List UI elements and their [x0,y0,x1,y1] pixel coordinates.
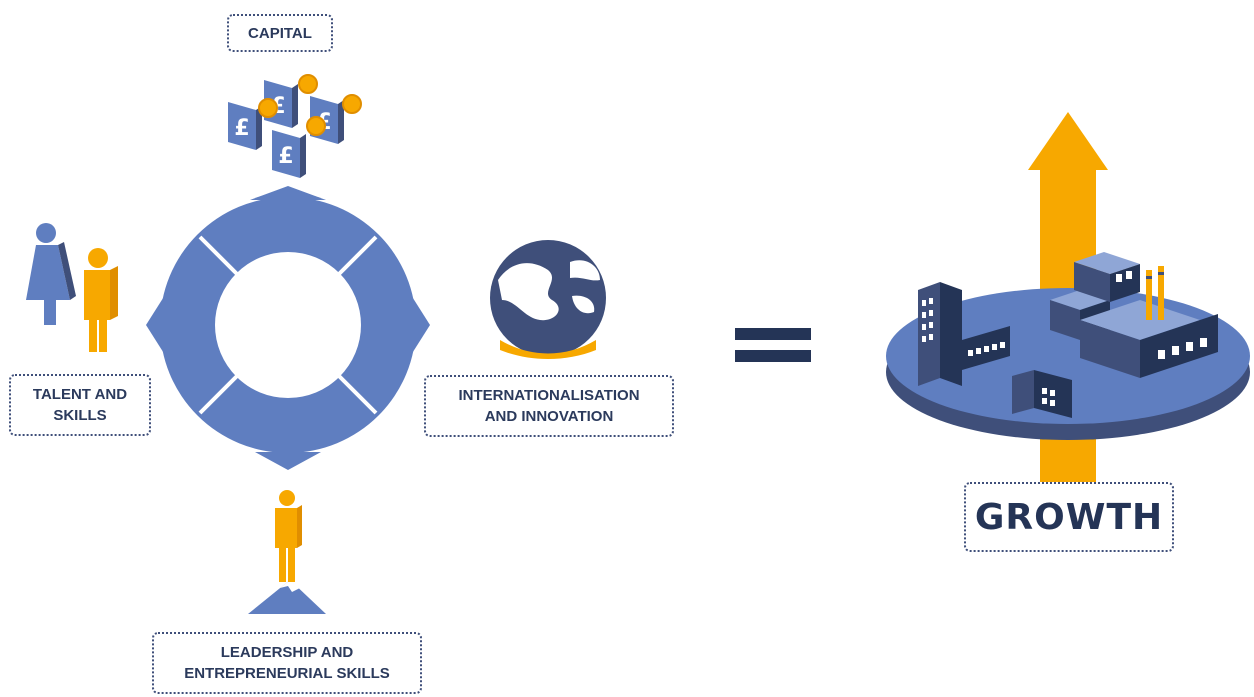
svg-text:£: £ [234,116,249,141]
capital-label-text: CAPITAL [248,24,312,42]
talent-label-line-1: TALENT AND [32,386,128,403]
leadership-label: LEADERSHIP AND ENTREPRENEURIAL SKILLS [152,632,422,694]
leadership-label-line-1: LEADERSHIP AND [220,644,354,661]
internationalisation-label-line-1: INTERNATIONALISATION [458,387,640,404]
pound-coins-icon: £ £ £ £ [228,74,362,178]
leadership-label-line-2: ENTREPRENEURIAL SKILLS [184,665,390,682]
talent-label: TALENT AND SKILLS [9,374,151,436]
internationalisation-label-line-2: AND INNOVATION [484,408,614,425]
factory-platform-arrow-icon [886,112,1250,488]
capital-label: CAPITAL [227,14,333,52]
talent-label-line-2: SKILLS [53,407,107,424]
internationalisation-label: INTERNATIONALISATION AND INNOVATION [424,375,674,437]
svg-text:£: £ [278,144,293,169]
people-icon [26,223,118,352]
globe-icon [490,240,606,359]
person-on-mountain-icon [248,490,326,614]
growth-label-text: GROWTH [974,496,1164,538]
cycle-ring [146,186,430,470]
growth-label: GROWTH [964,482,1174,552]
equals-icon [735,328,811,362]
